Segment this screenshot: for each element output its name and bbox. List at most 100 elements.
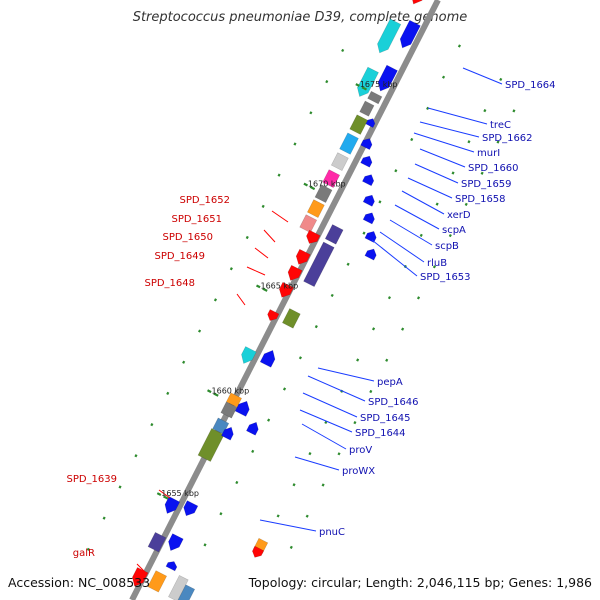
tick-mark: [353, 421, 357, 425]
tick-mark: [229, 267, 233, 271]
gene-block: [330, 152, 349, 172]
gene-block: [220, 401, 238, 419]
scale-label: 1675 kbp: [360, 80, 398, 89]
label-leader: [419, 121, 480, 138]
gene-label-forward: SPD_1664: [505, 80, 556, 91]
label-leader: [317, 367, 375, 382]
gene-arrow: [399, 19, 421, 49]
gene-block: [176, 584, 196, 600]
tick-mark: [203, 543, 207, 547]
gene-arrow: [132, 567, 149, 587]
tick-mark: [496, 140, 500, 144]
tick-mark: [512, 109, 516, 113]
tick-mark: [467, 140, 471, 144]
gene-block: [324, 224, 344, 245]
gene-features: [132, 0, 427, 600]
genome-backbone: [129, 0, 441, 600]
tick-mark: [102, 516, 106, 520]
tick-mark: [219, 512, 223, 516]
gene-arrow: [287, 264, 303, 281]
scale-tick: [355, 83, 368, 91]
gene-label-reverse: SPD_1651: [171, 214, 222, 225]
gene-arrow: [306, 229, 321, 244]
label-leader: [419, 148, 466, 168]
label-leader: [389, 219, 433, 246]
tick-mark: [305, 514, 309, 518]
tick-mark: [337, 452, 341, 456]
label-leader: [136, 563, 146, 573]
tick-mark: [416, 296, 421, 300]
tick-mark: [499, 77, 503, 82]
tick-mark: [182, 360, 186, 364]
gene-arrow: [279, 281, 294, 298]
tick-mark: [277, 173, 281, 177]
label-leader: [246, 266, 266, 276]
tick-mark: [282, 387, 287, 391]
gene-arrow: [165, 561, 178, 572]
scale-label: 1660 kbp: [212, 386, 250, 395]
tick-mark: [341, 48, 345, 53]
label-leader: [371, 239, 418, 277]
accession-text: Accession: NC_008533: [8, 575, 150, 590]
gene-label-forward: SPD_1644: [355, 428, 406, 439]
label-leader: [379, 231, 425, 263]
tick-mark: [251, 449, 255, 453]
gene-arrow: [411, 0, 427, 5]
gene-arrow: [360, 138, 373, 151]
label-leader: [462, 67, 503, 85]
tick-mark: [448, 233, 452, 238]
gene-block: [147, 531, 167, 553]
label-leader: [407, 177, 453, 199]
gene-label-forward: proV: [349, 445, 372, 456]
label-leader: [427, 107, 488, 125]
scale-tick: [303, 182, 316, 191]
gene-arrow: [252, 545, 265, 558]
label-leader: [301, 423, 347, 450]
tick-mark: [314, 325, 318, 329]
label-leader: [271, 210, 289, 223]
scale-label: 1655 kbp: [161, 489, 199, 498]
label-leader: [401, 190, 445, 215]
label-leader: [158, 489, 171, 499]
gene-label-forward: scpB: [435, 241, 459, 252]
gene-label-forward: treC: [490, 120, 511, 131]
gene-block: [197, 428, 225, 462]
topology-text: Topology: circular; Length: 2,046,115 bp…: [248, 575, 592, 590]
gene-block: [349, 114, 369, 135]
tick-mark: [118, 485, 122, 489]
gene-block: [314, 184, 333, 204]
gene-arrow: [234, 400, 250, 417]
gene-block: [359, 100, 375, 117]
tick-mark: [441, 75, 446, 79]
gene-arrow: [365, 118, 376, 128]
tick-mark: [324, 420, 328, 425]
tick-mark: [245, 235, 249, 240]
gene-label-forward: SPD_1658: [455, 194, 506, 205]
gene-arrow: [362, 194, 375, 207]
tick-mark: [483, 109, 487, 113]
label-leader: [413, 132, 475, 153]
tick-mark: [308, 451, 312, 456]
gene-arrow: [357, 66, 379, 97]
tick-mark: [356, 358, 360, 362]
tick-mark: [480, 171, 484, 175]
label-leader: [254, 247, 269, 259]
gene-label-forward: SPD_1646: [368, 397, 419, 408]
gene-arrow: [364, 230, 377, 243]
gene-label-forward: proWX: [342, 466, 375, 477]
label-leader: [302, 392, 358, 418]
tick-mark: [86, 547, 90, 551]
tick-mark: [378, 200, 382, 204]
label-leader: [414, 163, 459, 184]
scale-label: 1665 kbp: [260, 281, 298, 290]
gene-arrow: [377, 18, 402, 54]
scale-tick: [255, 284, 268, 292]
tick-mark: [276, 514, 280, 518]
tick-mark: [150, 422, 154, 427]
gene-arrow: [221, 426, 234, 441]
minor-ticks: [86, 44, 516, 551]
label-leader: [394, 204, 440, 230]
tick-mark: [298, 356, 302, 360]
